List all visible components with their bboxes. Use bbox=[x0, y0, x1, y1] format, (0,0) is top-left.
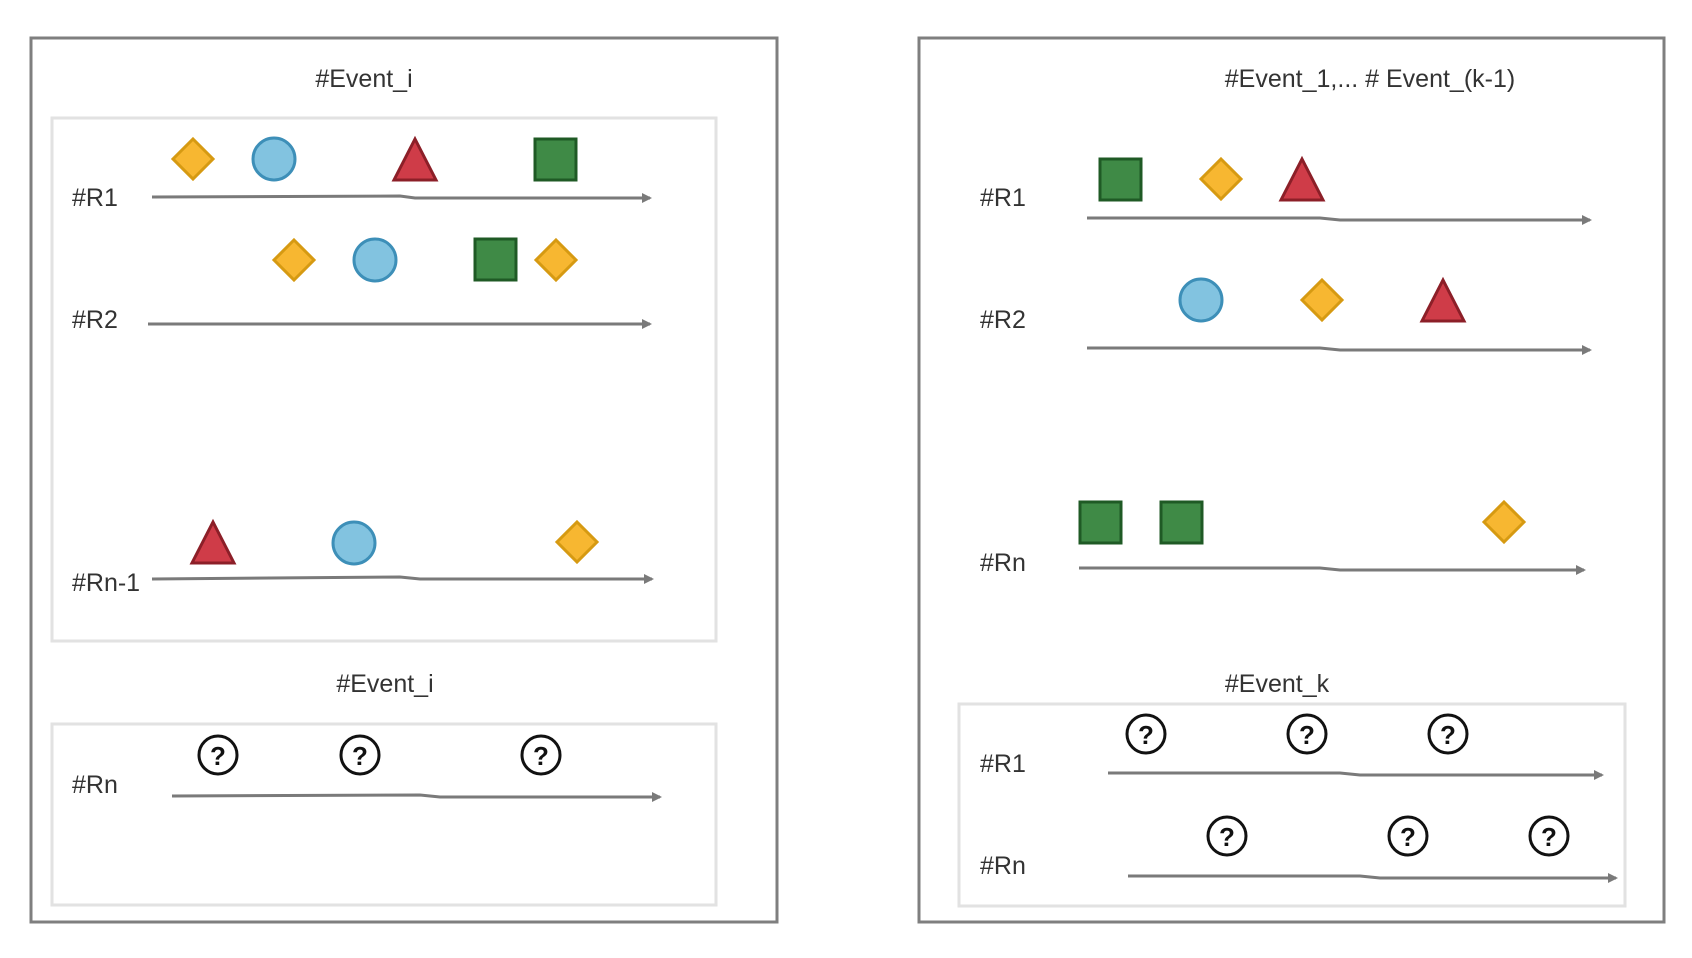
left-history-box bbox=[50, 116, 718, 643]
question-mark-icon: ? bbox=[1387, 815, 1429, 857]
right-panel: #Event_1,... # Event_(k-1) #R1 #R2 #Rn # bbox=[917, 36, 1666, 924]
left-panel-frame bbox=[29, 36, 779, 924]
question-mark-icon: ? bbox=[520, 734, 562, 776]
left-query-box bbox=[50, 722, 718, 907]
circle-marker bbox=[331, 520, 377, 566]
diamond-marker bbox=[271, 237, 317, 283]
left-query-title: #Event_i bbox=[336, 670, 433, 698]
row-label: #R1 bbox=[980, 750, 1026, 778]
svg-text:?: ? bbox=[1400, 822, 1416, 852]
diamond-marker bbox=[1299, 277, 1345, 323]
timeline-row: #R1 ? ? ? bbox=[980, 713, 1604, 780]
diamond-marker bbox=[1198, 156, 1244, 202]
timeline-arrow bbox=[151, 574, 654, 584]
question-mark-icon: ? bbox=[1125, 713, 1167, 755]
left-history-title: #Event_i bbox=[315, 65, 412, 93]
timeline-arrow bbox=[1087, 345, 1592, 355]
question-mark-icon: ? bbox=[1206, 815, 1248, 857]
timeline-arrow bbox=[1079, 565, 1586, 575]
row-label: #R2 bbox=[980, 306, 1026, 334]
diamond-marker bbox=[170, 136, 216, 182]
right-panel-frame bbox=[917, 36, 1666, 924]
question-mark-icon: ? bbox=[339, 734, 381, 776]
right-history-title: #Event_1,... # Event_(k-1) bbox=[1225, 65, 1515, 93]
svg-text:?: ? bbox=[1219, 822, 1235, 852]
circle-marker bbox=[352, 237, 398, 283]
question-mark-icon: ? bbox=[1286, 713, 1328, 755]
row-label: #Rn-1 bbox=[72, 569, 140, 597]
timeline-row: #R1 bbox=[980, 155, 1592, 225]
svg-text:?: ? bbox=[533, 741, 549, 771]
right-query-box bbox=[957, 702, 1627, 908]
triangle-marker bbox=[1419, 276, 1467, 323]
svg-text:?: ? bbox=[1541, 822, 1557, 852]
timeline-row: #Rn-1 bbox=[72, 518, 654, 597]
timeline-row: #Rn ? ? ? bbox=[72, 734, 662, 802]
svg-text:?: ? bbox=[210, 741, 226, 771]
question-mark-icon: ? bbox=[197, 734, 239, 776]
row-label: #Rn bbox=[980, 852, 1026, 880]
svg-text:?: ? bbox=[1440, 720, 1456, 750]
diamond-marker bbox=[533, 237, 579, 283]
square-marker bbox=[1078, 500, 1123, 545]
row-label: #R1 bbox=[72, 184, 118, 212]
row-label: #Rn bbox=[980, 549, 1026, 577]
diamond-marker bbox=[554, 519, 600, 565]
timeline-row: #Rn ? ? ? bbox=[980, 815, 1618, 883]
timeline-row: #R2 bbox=[72, 237, 652, 334]
square-marker bbox=[473, 237, 518, 282]
timeline-arrow bbox=[1128, 873, 1618, 883]
question-mark-icon: ? bbox=[1528, 815, 1570, 857]
timeline-arrow bbox=[151, 193, 652, 203]
square-marker bbox=[1159, 500, 1204, 545]
square-marker bbox=[1098, 157, 1143, 202]
square-marker bbox=[533, 137, 578, 182]
triangle-marker bbox=[391, 135, 439, 182]
svg-text:?: ? bbox=[1299, 720, 1315, 750]
question-mark-icon: ? bbox=[1427, 713, 1469, 755]
row-label: #Rn bbox=[72, 771, 118, 799]
left-panel: #Event_i #R1 #R2 #Rn-1 bbox=[29, 36, 779, 924]
circle-marker bbox=[251, 136, 297, 182]
right-query-title: #Event_k bbox=[1225, 670, 1330, 698]
timeline-arrow bbox=[1108, 770, 1604, 780]
circle-marker bbox=[1178, 277, 1224, 323]
svg-text:?: ? bbox=[352, 741, 368, 771]
row-label: #R1 bbox=[980, 184, 1026, 212]
timeline-row: #R2 bbox=[980, 276, 1592, 355]
diamond-marker bbox=[1481, 499, 1527, 545]
timeline-arrow bbox=[171, 792, 662, 802]
timeline-arrow bbox=[1087, 215, 1592, 225]
triangle-marker bbox=[1278, 155, 1326, 202]
timeline-row: #R1 bbox=[72, 135, 652, 212]
timeline-row: #Rn bbox=[980, 499, 1586, 577]
svg-text:?: ? bbox=[1138, 720, 1154, 750]
row-label: #R2 bbox=[72, 306, 118, 334]
triangle-marker bbox=[189, 518, 237, 565]
